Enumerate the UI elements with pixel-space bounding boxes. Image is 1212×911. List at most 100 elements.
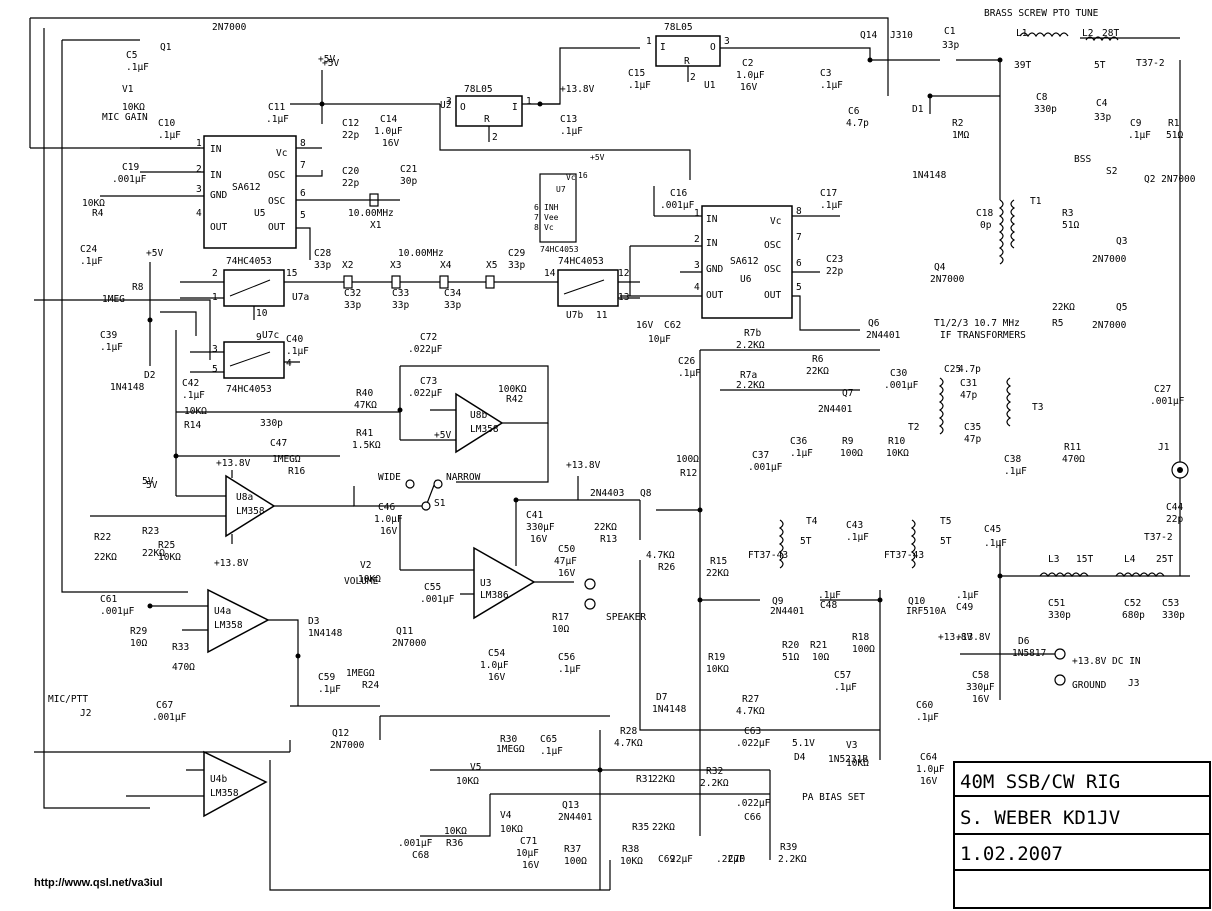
component-label: .001µF	[398, 838, 433, 849]
component-label: C64	[920, 752, 937, 763]
u7a-pin: 2	[212, 268, 218, 279]
u4a-opamp: U4a LM358	[150, 588, 299, 706]
u6-pin-num: 7	[796, 232, 802, 243]
u2-pin-num: 3	[446, 96, 452, 107]
component-label: 47p	[964, 434, 981, 445]
component-label: +5V	[322, 58, 339, 69]
component-label: C36	[790, 436, 807, 447]
component-label: .001µF	[420, 594, 455, 605]
component-label: C18	[976, 208, 993, 219]
component-label: V1	[122, 84, 134, 95]
component-label: R10	[888, 436, 905, 447]
power-label: +5V	[318, 54, 335, 65]
component-label: .22µF	[716, 854, 745, 865]
component-label: 330p	[260, 418, 283, 429]
u7-pin-label: INH	[544, 203, 559, 212]
component-label: T1	[1030, 196, 1042, 207]
component-label: 2N7000	[392, 638, 427, 649]
component-label: C67	[156, 700, 173, 711]
component-label: Q11	[396, 626, 413, 637]
component-label: 2N4401	[558, 812, 593, 823]
component-label: .1µF	[560, 126, 583, 137]
component-label: 680p	[1122, 610, 1145, 621]
component-label: J1	[1158, 442, 1170, 453]
component-label: +13.8V	[938, 632, 973, 643]
u5-pin-num: 5	[300, 210, 306, 221]
component-label: .1µF	[846, 532, 869, 543]
component-label: D3	[308, 616, 319, 627]
component-label: 1.0µF	[374, 126, 403, 137]
component-label: 10KΩ	[846, 758, 869, 769]
component-label: J2	[80, 708, 91, 719]
component-label: R27	[742, 694, 759, 705]
component-label: C28	[314, 248, 331, 259]
component-label: C1	[944, 26, 956, 37]
component-label: 10.00MHz	[398, 248, 444, 259]
component-label: R8	[132, 282, 144, 293]
component-label: .1µF	[100, 342, 123, 353]
component-label: 1.0µF	[736, 70, 765, 81]
component-label: Q12	[332, 728, 349, 739]
component-label: T37-2	[1144, 532, 1173, 543]
component-label: R5	[1052, 318, 1063, 329]
component-label: Q14	[860, 30, 877, 41]
component-label: 22p	[342, 178, 359, 189]
component-label: 2.2KΩ	[736, 340, 765, 351]
component-label: C8	[1036, 92, 1048, 103]
component-label: C55	[424, 582, 441, 593]
component-label: 1N4148	[912, 170, 947, 181]
component-label: C72	[420, 332, 437, 343]
u5-pin-label: IN	[210, 170, 222, 181]
component-label: 10KΩ	[122, 102, 145, 113]
component-label: 330p	[1162, 610, 1185, 621]
u5-pin-num: 6	[300, 188, 306, 199]
u7b-switch: 74HC4053 U7b 14 12 13 11	[518, 256, 640, 321]
component-label: C33	[392, 288, 409, 299]
component-label: 2N7000	[330, 740, 365, 751]
component-label: 16V	[558, 568, 575, 579]
component-label: 22KΩ	[706, 568, 729, 579]
component-label: R14	[184, 420, 201, 431]
component-label: .022µF	[736, 738, 771, 749]
component-label: 22KΩ	[1052, 302, 1075, 313]
component-label: C34	[444, 288, 461, 299]
component-label: WIDE	[378, 472, 401, 483]
component-label: R21	[810, 640, 827, 651]
u8b-opamp: U8b LM358	[400, 365, 549, 454]
component-label: R30	[500, 734, 517, 745]
component-label: C32	[344, 288, 361, 299]
u7b-ref: U7b	[566, 310, 583, 321]
component-label: .022µF	[736, 798, 771, 809]
component-label: R15	[710, 556, 727, 567]
component-label: 1MEGΩ	[496, 744, 525, 755]
component-label: 51Ω	[782, 652, 799, 663]
component-label: 22KΩ	[652, 774, 675, 785]
component-label: 47KΩ	[354, 400, 377, 411]
component-label: C15	[628, 68, 645, 79]
component-label: 470Ω	[172, 662, 195, 673]
u6-pin-label: GND	[706, 264, 723, 275]
component-label: R3	[1062, 208, 1073, 219]
component-label: 51Ω	[1062, 220, 1079, 231]
component-label: C52	[1124, 598, 1141, 609]
component-label: R31	[636, 774, 653, 785]
u4a-ref: U4a	[214, 606, 231, 617]
u6-pin-num: 6	[796, 258, 802, 269]
component-label: .1µF	[984, 538, 1007, 549]
component-label: C6	[848, 106, 860, 117]
component-label: 16V	[972, 694, 989, 705]
component-label: 16V	[920, 776, 937, 787]
power-label: 5V	[142, 476, 154, 487]
component-label: C62	[664, 320, 681, 331]
component-label: .1µF	[318, 684, 341, 695]
component-label: 1N5817	[1012, 648, 1046, 659]
component-label: FT37-43	[884, 550, 924, 561]
component-label: R38	[622, 844, 639, 855]
u6-pin-num: 8	[796, 206, 802, 217]
component-label: 22KΩ	[806, 366, 829, 377]
component-label: .1µF	[834, 682, 857, 693]
component-label: .1µF	[1004, 466, 1027, 477]
component-label: L3	[1048, 554, 1059, 565]
component-label: V3	[846, 740, 857, 751]
